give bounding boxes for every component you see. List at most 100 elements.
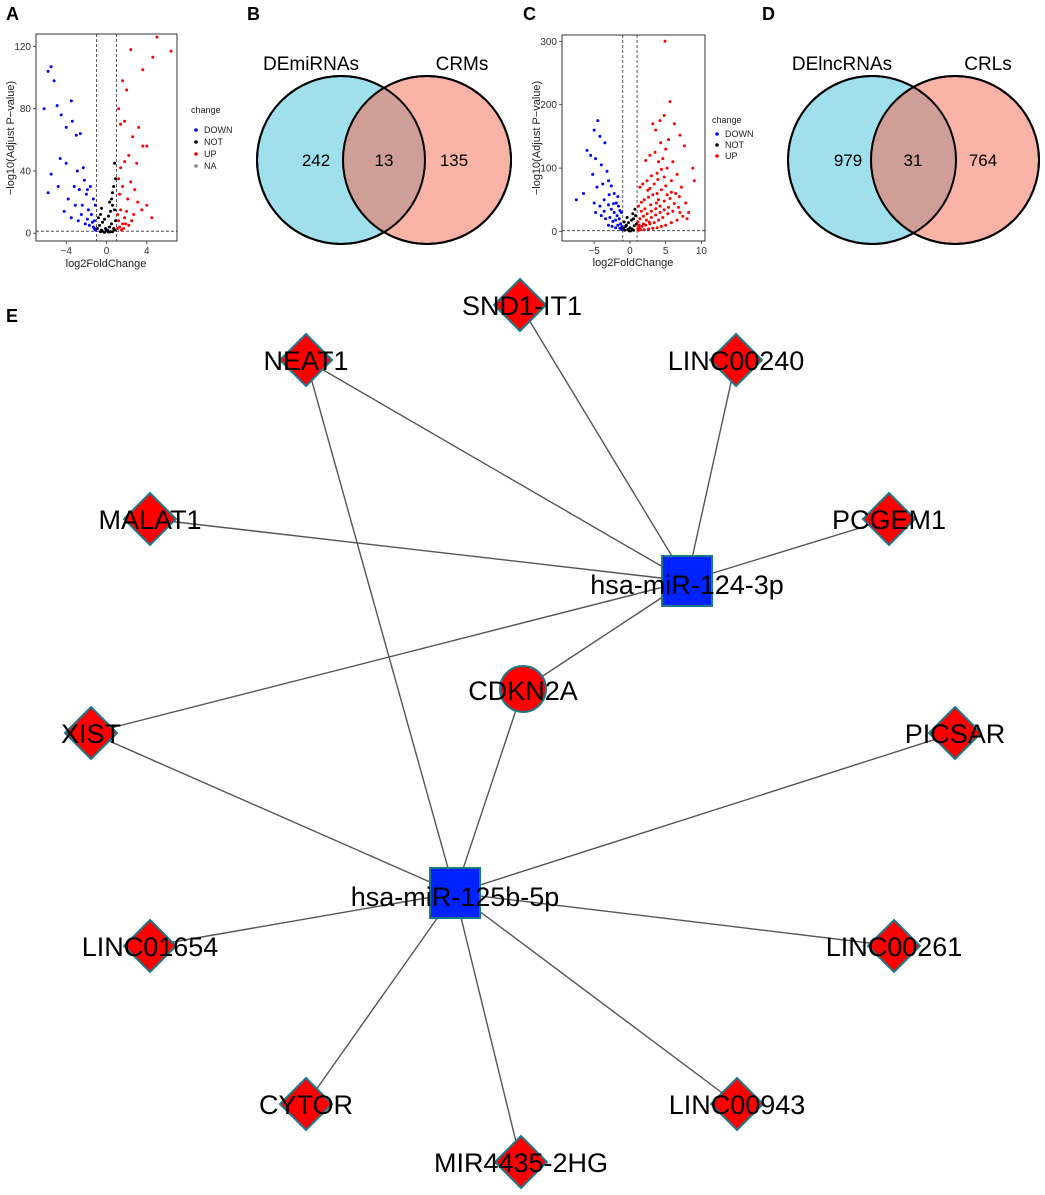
point-up	[649, 203, 653, 207]
point-down	[574, 198, 578, 202]
point-not	[109, 209, 112, 213]
venn-label-demirnas: DEmiRNAs	[263, 54, 359, 75]
venn-outline-right	[342, 75, 512, 245]
point-up	[658, 211, 662, 214]
network-edge	[519, 304, 688, 582]
y-tick-label: 80	[20, 104, 32, 115]
point-up	[684, 201, 688, 205]
point-up	[127, 223, 131, 227]
point-up	[130, 219, 134, 223]
point-up	[669, 179, 673, 183]
point-up	[119, 122, 123, 126]
point-up	[141, 144, 145, 148]
network-edge	[522, 580, 688, 690]
point-not	[113, 228, 117, 232]
network-edge	[454, 892, 895, 947]
point-up	[672, 122, 676, 126]
point-down	[591, 172, 595, 176]
point-not	[633, 207, 637, 211]
point-down	[602, 209, 606, 213]
point-down	[602, 198, 606, 202]
legend-label-not: NOT	[725, 140, 745, 150]
node-label-mir4435_2hg: MIR4435-2HG	[434, 1148, 608, 1178]
venn-diagram-b: DEmiRNAs CRMs 242 13 135	[256, 54, 512, 245]
plot-frame	[561, 34, 706, 242]
point-up	[150, 216, 154, 220]
venn-label-crms: CRMs	[436, 54, 489, 75]
point-down	[617, 204, 620, 208]
point-up	[651, 122, 655, 126]
node-label-linc00943: LINC00943	[669, 1090, 806, 1120]
point-down	[93, 203, 97, 207]
point-down	[595, 185, 599, 189]
venn-outline-left	[256, 75, 426, 245]
legend-label-up: UP	[725, 151, 738, 161]
point-up	[151, 55, 155, 59]
point-up	[140, 208, 144, 212]
point-up	[658, 119, 662, 123]
point-up	[641, 182, 645, 186]
panel-letter-e: E	[6, 306, 18, 326]
x-tick-label: −4	[61, 246, 73, 257]
point-up	[664, 184, 668, 188]
point-up	[678, 211, 682, 214]
node-linc00261	[866, 918, 922, 974]
point-up	[662, 114, 666, 117]
point-down	[609, 207, 613, 211]
node-snd1it1	[492, 277, 548, 333]
legend-marker-up	[715, 154, 719, 158]
point-down	[619, 222, 623, 226]
point-up	[652, 221, 656, 225]
point-down	[69, 99, 73, 103]
point-up	[117, 107, 121, 111]
x-tick-label: 10	[696, 246, 708, 257]
point-not	[101, 220, 104, 224]
point-up	[659, 188, 663, 192]
node-mir4435_2hg	[493, 1134, 549, 1190]
point-up	[651, 226, 655, 230]
point-up	[665, 193, 669, 197]
point-up	[662, 175, 666, 179]
point-up	[136, 200, 140, 204]
point-up	[667, 205, 670, 209]
point-down	[70, 119, 74, 123]
point-down	[596, 119, 600, 123]
point-up	[647, 220, 651, 224]
point-down	[604, 217, 608, 221]
point-down	[614, 226, 618, 230]
hub-label-h125: hsa-miR-125b-5p	[351, 882, 560, 912]
point-up	[121, 185, 125, 188]
point-not	[99, 230, 102, 234]
point-up	[118, 225, 122, 229]
point-up	[667, 138, 670, 142]
point-down	[594, 157, 598, 161]
point-up	[122, 227, 126, 230]
point-up	[123, 119, 127, 123]
point-up	[669, 190, 673, 194]
network-edge	[305, 359, 456, 894]
node-label-linc00261: LINC00261	[826, 932, 963, 962]
point-not	[632, 224, 636, 228]
point-down	[582, 192, 585, 195]
point-up	[642, 228, 646, 232]
point-down	[58, 157, 62, 160]
point-up	[651, 193, 655, 197]
x-tick-label: 0	[627, 246, 633, 257]
point-down	[66, 197, 70, 201]
network-edge	[305, 359, 688, 582]
point-down	[73, 203, 77, 207]
point-down	[594, 211, 598, 214]
y-axis-title: −log10(Adjust P−value)	[5, 81, 17, 195]
point-down	[91, 197, 95, 201]
point-up	[664, 147, 668, 151]
network-edge	[686, 518, 890, 582]
legend-label-na: NA	[204, 161, 217, 171]
point-down	[76, 219, 80, 223]
legend-marker-up	[194, 152, 198, 156]
network-edge	[686, 359, 737, 582]
point-up	[644, 159, 648, 162]
point-down	[618, 209, 622, 213]
network-edges	[90, 304, 956, 1163]
